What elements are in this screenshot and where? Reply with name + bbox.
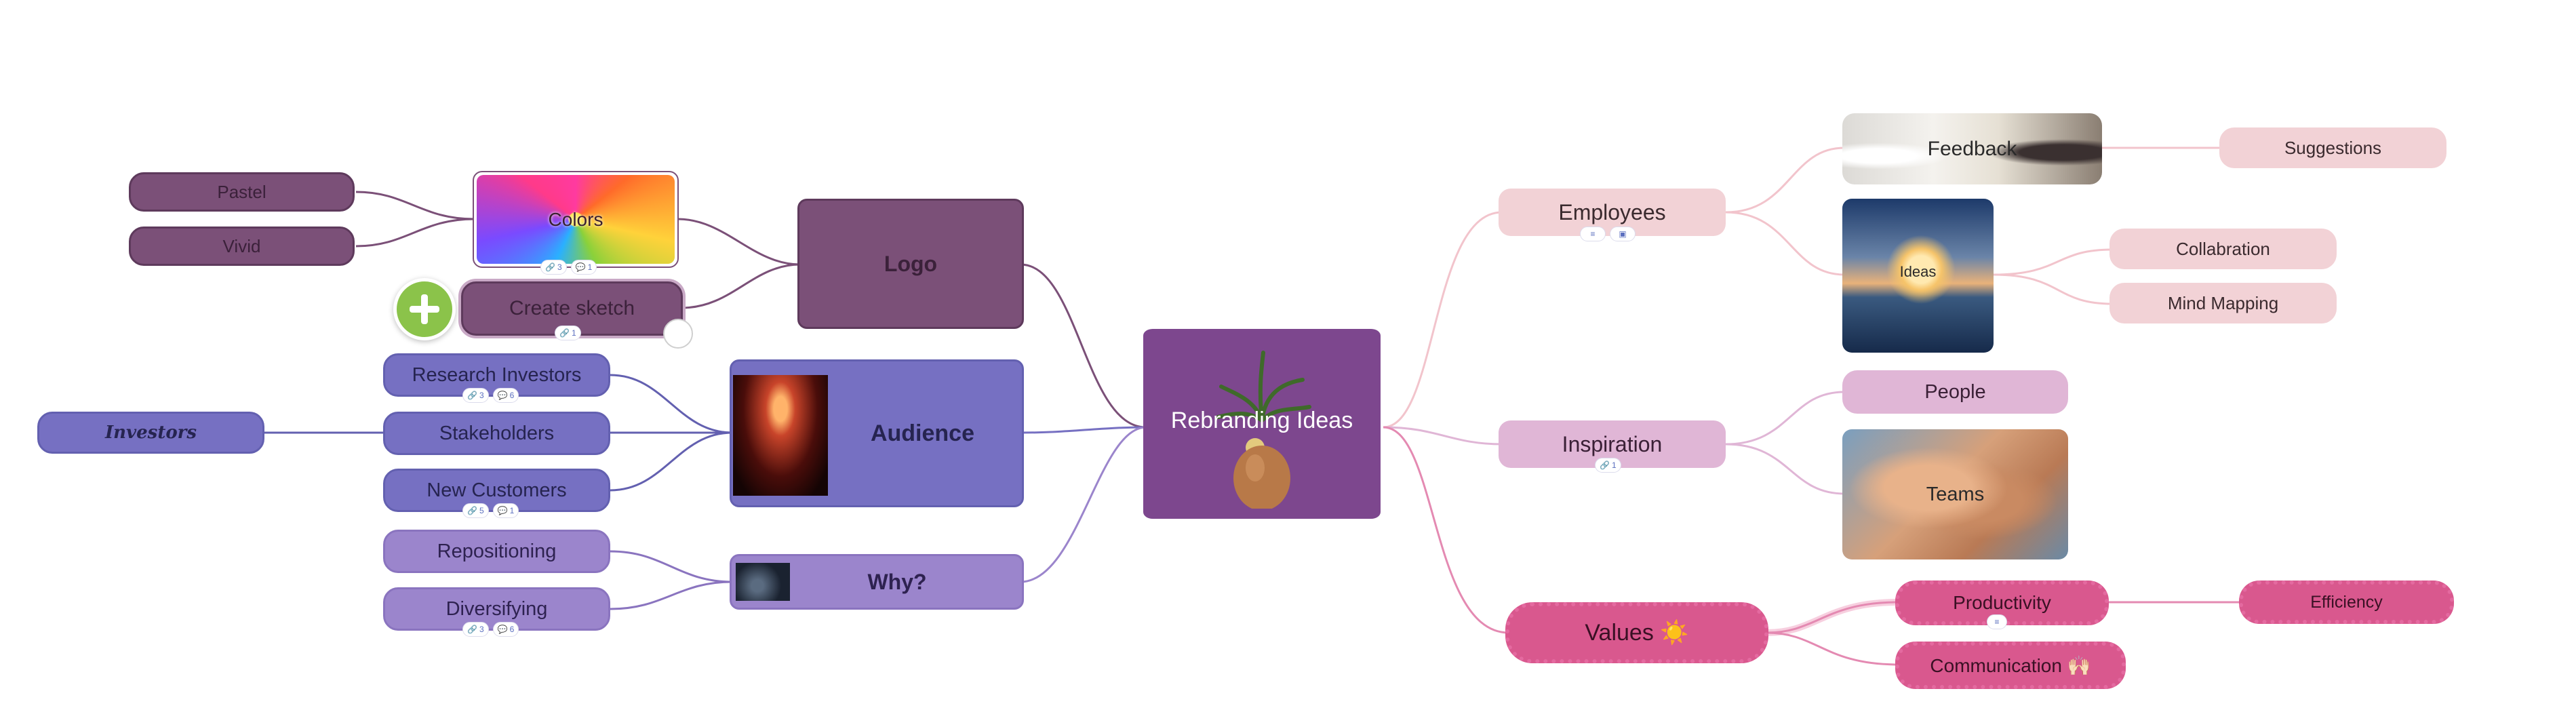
comment-badge[interactable]: 💬1 xyxy=(570,260,597,275)
feedback-node-label: Feedback xyxy=(1927,137,2017,160)
new-customers-node-label: New Customers xyxy=(427,479,567,501)
attachment-badge[interactable]: 🔗1 xyxy=(1595,458,1621,473)
note-icon: ≡ xyxy=(1590,229,1596,239)
vivid-node[interactable]: Vivid xyxy=(129,227,355,266)
new-customers-badges: 🔗5 💬1 xyxy=(462,503,519,518)
flower-image xyxy=(477,175,675,264)
collaboration-node-label: Collabration xyxy=(2176,238,2270,259)
productivity-node-label: Productivity xyxy=(1953,592,2051,613)
feedback-node[interactable]: Feedback xyxy=(1842,113,2102,184)
suggestions-node[interactable]: Suggestions xyxy=(2219,127,2446,168)
note-badge[interactable]: ≡ xyxy=(1580,227,1606,241)
resize-handle[interactable] xyxy=(663,319,693,349)
paperclip-icon: 🔗 xyxy=(545,262,555,272)
productivity-badges: ≡ xyxy=(1987,614,2007,629)
image-badge[interactable]: ▣ xyxy=(1610,227,1636,241)
create-sketch-node-label: Create sketch xyxy=(509,297,635,319)
image-icon: ▣ xyxy=(1619,229,1627,239)
paperclip-icon: 🔗 xyxy=(467,506,477,515)
comment-icon: 💬 xyxy=(497,625,508,634)
concert-image xyxy=(733,375,828,496)
vivid-node-label: Vivid xyxy=(222,235,261,256)
research-investors-node[interactable]: Research Investors xyxy=(383,353,610,397)
paperclip-icon: 🔗 xyxy=(467,391,477,400)
people-node-label: People xyxy=(1924,380,1986,403)
research-investors-badges: 🔗3 💬6 xyxy=(462,388,519,403)
diversifying-badges: 🔗3 💬6 xyxy=(462,622,519,637)
attachment-badge[interactable]: 🔗5 xyxy=(462,503,489,518)
note-icon: ≡ xyxy=(1994,617,2000,627)
people-node[interactable]: People xyxy=(1842,370,2068,414)
diversifying-node-label: Diversifying xyxy=(445,597,548,620)
pastel-node-label: Pastel xyxy=(217,181,266,202)
comment-badge[interactable]: 💬6 xyxy=(492,388,519,403)
ideas-node-label: Ideas xyxy=(1899,262,1937,280)
egg-plant-image xyxy=(1216,351,1311,509)
collaboration-node[interactable]: Collabration xyxy=(2109,229,2337,269)
investors-node-label: Investors xyxy=(104,422,197,443)
pastel-node[interactable]: Pastel xyxy=(129,172,355,212)
stakeholders-node[interactable]: Stakeholders xyxy=(383,412,610,455)
research-investors-node-label: Research Investors xyxy=(412,363,582,386)
note-badge[interactable]: ≡ xyxy=(1987,614,2007,629)
inspiration-node-label: Inspiration xyxy=(1562,431,1663,456)
mind-mapping-node-label: Mind Mapping xyxy=(2167,292,2279,313)
efficiency-node-label: Efficiency xyxy=(2310,592,2383,612)
paperclip-icon: 🔗 xyxy=(559,328,570,338)
values-node-label: Values ☀️ xyxy=(1585,620,1689,646)
add-node-button[interactable] xyxy=(393,278,456,340)
investors-node[interactable]: Investors xyxy=(37,412,264,454)
colors-badges: 🔗3 💬1 xyxy=(540,260,597,275)
efficiency-node[interactable]: Efficiency xyxy=(2239,581,2454,624)
plus-icon-vertical xyxy=(421,294,428,324)
question-image xyxy=(736,563,790,601)
why-node-label: Why? xyxy=(867,569,927,594)
lightbulb-sunset-image xyxy=(1842,199,1994,353)
colors-node-label: Colors xyxy=(548,208,603,230)
office-meeting-image xyxy=(1842,113,2102,184)
attachment-badge[interactable]: 🔗3 xyxy=(462,388,489,403)
diversifying-node[interactable]: Diversifying xyxy=(383,587,610,631)
ideas-node[interactable]: Ideas xyxy=(1842,199,1994,353)
comment-icon: 💬 xyxy=(575,262,586,272)
teams-node[interactable]: Teams xyxy=(1842,429,2068,559)
paperclip-icon: 🔗 xyxy=(1600,460,1610,470)
comment-badge[interactable]: 💬6 xyxy=(492,622,519,637)
comment-icon: 💬 xyxy=(497,506,508,515)
central-node[interactable]: Rebranding Ideas xyxy=(1143,329,1381,519)
stakeholders-node-label: Stakeholders xyxy=(439,422,555,444)
audience-node-label: Audience xyxy=(870,420,974,446)
communication-node[interactable]: Communication 🙌🏻 xyxy=(1895,642,2126,689)
paperclip-icon: 🔗 xyxy=(467,625,477,634)
inspiration-node[interactable]: Inspiration xyxy=(1499,420,1726,468)
comment-icon: 💬 xyxy=(497,391,508,400)
colors-node[interactable]: Colors xyxy=(473,171,679,268)
create-sketch-badges: 🔗1 xyxy=(555,326,581,340)
attachment-badge[interactable]: 🔗3 xyxy=(540,260,567,275)
repositioning-node[interactable]: Repositioning xyxy=(383,530,610,573)
stacked-hands-image xyxy=(1842,429,2068,559)
communication-node-label: Communication 🙌🏻 xyxy=(1930,654,2091,676)
attachment-badge[interactable]: 🔗1 xyxy=(555,326,581,340)
suggestions-node-label: Suggestions xyxy=(2284,137,2382,158)
values-node[interactable]: Values ☀️ xyxy=(1505,602,1768,663)
attachment-badge[interactable]: 🔗3 xyxy=(462,622,489,637)
employees-node-label: Employees xyxy=(1558,199,1666,224)
repositioning-node-label: Repositioning xyxy=(437,540,557,562)
comment-badge[interactable]: 💬1 xyxy=(492,503,519,518)
logo-node-label: Logo xyxy=(884,251,938,276)
logo-node[interactable]: Logo xyxy=(797,199,1024,329)
why-node[interactable]: Why? xyxy=(730,554,1024,610)
central-node-label: Rebranding Ideas xyxy=(1170,407,1353,433)
mind-mapping-node[interactable]: Mind Mapping xyxy=(2109,283,2337,323)
audience-node[interactable]: Audience xyxy=(730,359,1024,507)
create-sketch-node[interactable]: Create sketch xyxy=(461,281,683,336)
inspiration-badges: 🔗1 xyxy=(1595,458,1621,473)
employees-badges: ≡ ▣ xyxy=(1580,227,1636,241)
teams-node-label: Teams xyxy=(1926,483,1985,505)
